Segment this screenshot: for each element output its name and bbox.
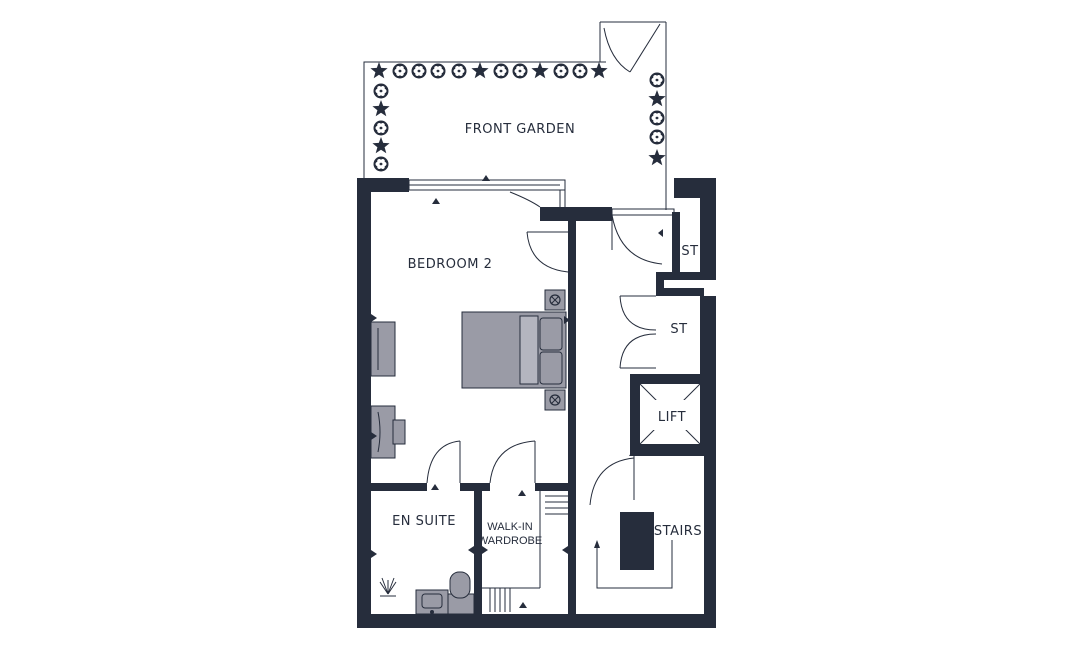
plant-icon xyxy=(370,62,388,79)
shrub-detail xyxy=(418,66,423,71)
shrub-icon xyxy=(373,156,389,172)
shrub-detail xyxy=(560,66,565,71)
garden-gate xyxy=(603,23,661,73)
label-bedroom-2: BEDROOM 2 xyxy=(408,257,493,272)
shrub-detail xyxy=(377,159,382,164)
shrub-detail xyxy=(653,132,658,137)
shrub-detail xyxy=(437,66,442,71)
plant-icon xyxy=(372,100,390,117)
shrub-icon xyxy=(392,63,408,79)
lift-cross xyxy=(639,383,701,445)
shrub-detail xyxy=(380,164,385,169)
walls xyxy=(357,178,716,628)
desk-and-chair xyxy=(370,405,406,459)
shrub-detail xyxy=(437,71,442,76)
label-wardrobe: WARDROBE xyxy=(478,535,542,547)
shrub-detail xyxy=(458,71,463,76)
bedroom-window xyxy=(408,179,566,207)
shrub-detail xyxy=(497,66,502,71)
shrub-icon xyxy=(411,63,427,79)
shrub-detail xyxy=(557,66,562,71)
shrub-detail xyxy=(656,80,661,85)
plant-icon xyxy=(372,137,390,154)
shrub-icon xyxy=(451,63,467,79)
bedroom-window-door xyxy=(509,191,541,208)
shrub-detail xyxy=(380,123,385,128)
shrub-detail xyxy=(418,71,423,76)
label-stairs: STAIRS xyxy=(654,524,702,539)
shrub-detail xyxy=(415,66,420,71)
shrub-detail xyxy=(576,66,581,71)
shrub-detail xyxy=(579,66,584,71)
stairs xyxy=(594,512,673,589)
shrub-detail xyxy=(380,91,385,96)
shrub-detail xyxy=(560,71,565,76)
shrub-icon xyxy=(572,63,588,79)
bedside-table-top xyxy=(544,289,566,311)
shrub-icon xyxy=(649,129,665,145)
shrub-icon xyxy=(512,63,528,79)
shrub-detail xyxy=(579,71,584,76)
shrub-icon xyxy=(649,110,665,126)
shrub-detail xyxy=(500,71,505,76)
shrub-detail xyxy=(399,66,404,71)
shrub-detail xyxy=(653,113,658,118)
shrub-detail xyxy=(396,66,401,71)
shrub-icon xyxy=(373,83,389,99)
shrub-detail xyxy=(455,66,460,71)
shrub-detail xyxy=(380,128,385,133)
shrub-detail xyxy=(500,66,505,71)
label-front-garden: FRONT GARDEN xyxy=(465,122,576,137)
shrub-detail xyxy=(656,75,661,80)
plant-icon xyxy=(648,90,666,107)
shrub-icon xyxy=(373,120,389,136)
shrub-icon xyxy=(553,63,569,79)
plant-icon xyxy=(590,62,608,79)
shrub-detail xyxy=(656,113,661,118)
shrub-detail xyxy=(377,123,382,128)
shrub-detail xyxy=(656,132,661,137)
garden-plants xyxy=(370,62,666,172)
plant-icon xyxy=(648,149,666,166)
plant-icon xyxy=(531,62,549,79)
bed xyxy=(461,311,567,389)
shrub-detail xyxy=(656,118,661,123)
label-en-suite: EN SUITE xyxy=(392,514,456,529)
shrub-icon xyxy=(430,63,446,79)
wardrobe-rails xyxy=(482,491,568,612)
label-lift: LIFT xyxy=(658,410,686,425)
shrub-detail xyxy=(519,71,524,76)
front-garden-outline xyxy=(363,21,667,210)
shrub-detail xyxy=(377,86,382,91)
shrub-icon xyxy=(649,72,665,88)
shrub-detail xyxy=(519,66,524,71)
shower-icon xyxy=(379,577,397,597)
socket-markers xyxy=(371,175,663,608)
shrub-detail xyxy=(458,66,463,71)
corridor-window xyxy=(611,208,675,216)
door-swings xyxy=(426,214,663,506)
toilet xyxy=(447,571,475,615)
shrub-detail xyxy=(380,159,385,164)
label-store-top: ST xyxy=(681,244,698,259)
dresser xyxy=(370,321,396,377)
shrub-detail xyxy=(434,66,439,71)
shrub-detail xyxy=(399,71,404,76)
shrub-detail xyxy=(653,75,658,80)
basin xyxy=(415,589,449,615)
shrub-icon xyxy=(493,63,509,79)
shrub-detail xyxy=(380,86,385,91)
shrub-detail xyxy=(656,137,661,142)
plant-icon xyxy=(471,62,489,79)
bedside-table-bottom xyxy=(544,389,566,411)
shrub-detail xyxy=(516,66,521,71)
label-walk-in: WALK-IN xyxy=(487,521,532,533)
label-store-mid: ST xyxy=(670,322,687,337)
